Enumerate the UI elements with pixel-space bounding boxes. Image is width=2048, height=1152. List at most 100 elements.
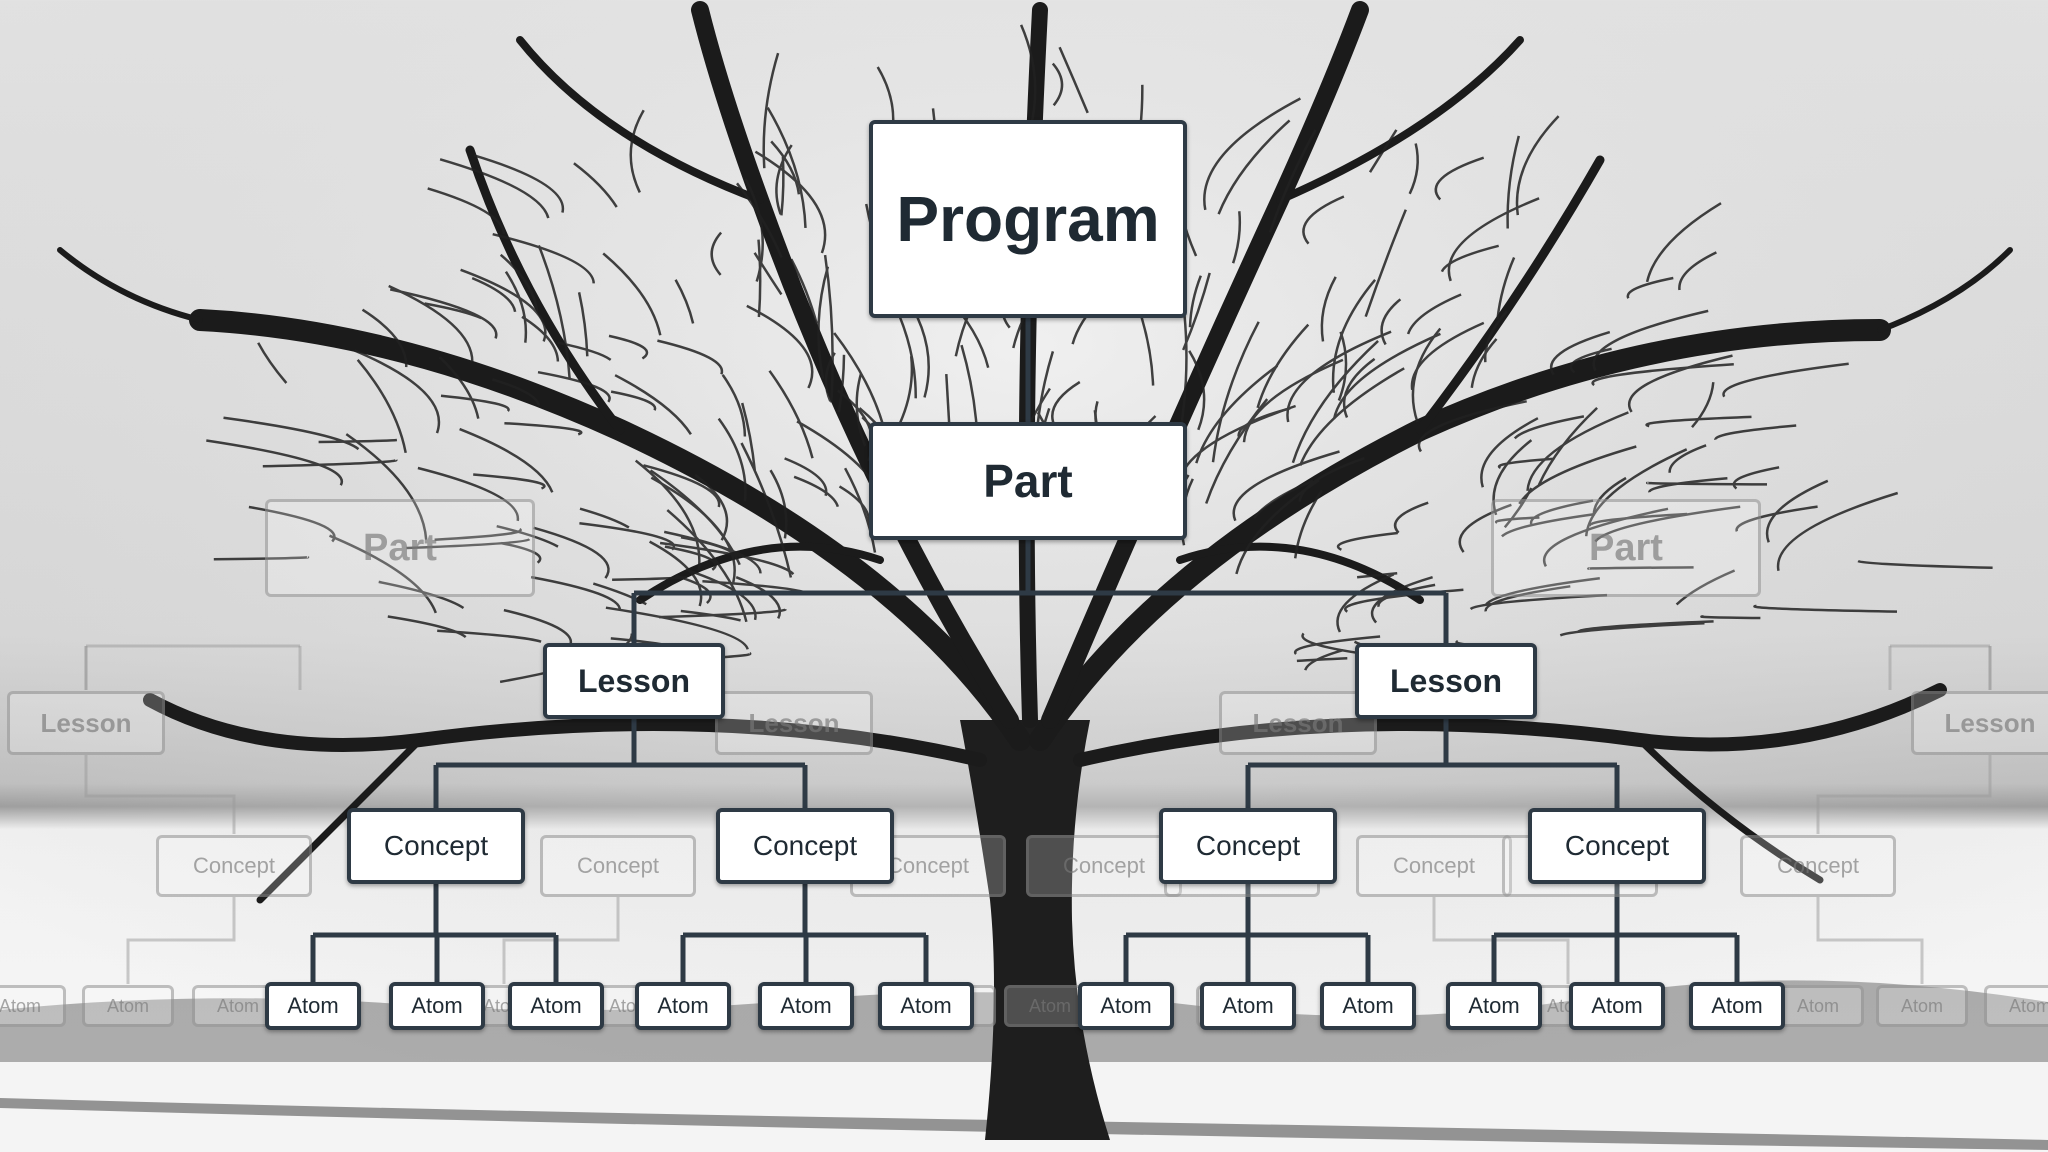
tree-twig <box>1447 197 1540 282</box>
tree-twig <box>746 304 814 389</box>
tree-twig <box>1337 331 1348 401</box>
tree-twig <box>666 509 748 623</box>
tree-twig <box>1332 332 1441 420</box>
tree-twig <box>492 378 541 406</box>
tree-twig <box>1645 415 1752 428</box>
tree-twig <box>1492 439 1533 516</box>
tree-twig <box>1188 350 1206 431</box>
tree-twig <box>770 140 801 195</box>
tree-twig <box>1591 362 1734 387</box>
tree-twig <box>438 356 480 419</box>
tree-twig <box>735 576 781 619</box>
tree-twig <box>1410 321 1485 390</box>
tree-twig <box>837 354 846 413</box>
lesson-node: Lesson <box>1355 643 1537 719</box>
ghost-connector-line <box>126 897 236 984</box>
tree-twig <box>1526 411 1629 491</box>
atom-node: Atom <box>758 982 854 1030</box>
tree-twig <box>1298 457 1365 502</box>
tree-twig <box>657 339 724 375</box>
ghost-concept-node: Concept <box>540 835 696 897</box>
ghost-atom-node: Atom <box>0 985 66 1027</box>
tree-twig <box>602 252 662 336</box>
lesson-node: Lesson <box>543 643 725 719</box>
tree-twig <box>356 358 407 454</box>
ghost-concept-node: Concept <box>1740 835 1896 897</box>
tree-twig <box>1513 415 1585 440</box>
tree-twig <box>387 615 467 639</box>
concept-node: Concept <box>716 808 894 884</box>
tree-twig <box>257 342 288 384</box>
tree-twig <box>1368 129 1398 173</box>
tree-twig <box>471 276 517 313</box>
tree-twig <box>533 526 610 579</box>
tree-twig <box>1188 275 1202 328</box>
tree-branches <box>57 1 2013 904</box>
tree-twig <box>1393 501 1429 534</box>
ghost-concept-node: Concept <box>850 835 1006 897</box>
tree-twig <box>579 507 630 529</box>
atom-node: Atom <box>1078 982 1174 1030</box>
tree-twig <box>460 268 547 342</box>
tree-twig <box>710 231 723 276</box>
ghost-connector-line <box>1816 755 1992 834</box>
tree-twig <box>694 473 729 541</box>
tree-twig <box>1203 97 1301 211</box>
ghost-connector-line <box>84 755 236 834</box>
tree-twig <box>753 252 783 296</box>
tree-twig <box>345 433 428 540</box>
tree-twig <box>537 370 611 403</box>
tree-twig <box>1732 466 1780 490</box>
tree-twig <box>768 370 814 459</box>
tree-twig <box>843 467 877 553</box>
tree-twig <box>1417 400 1527 453</box>
tree-twig <box>1235 479 1320 575</box>
tree-twig <box>577 292 589 357</box>
tree-twig <box>473 154 565 213</box>
tree-twig <box>1480 417 1539 488</box>
tree-twig <box>610 390 657 411</box>
concept-node: Concept <box>347 808 525 884</box>
ghost-atom-node: Atom <box>1984 985 2048 1027</box>
tree-twig <box>1253 479 1314 519</box>
atom-node: Atom <box>1689 982 1785 1030</box>
tree-twig <box>1293 635 1381 655</box>
ghost-part-node: Part <box>265 499 535 597</box>
tree-twig <box>1494 516 1540 524</box>
tree-twig <box>1291 339 1379 464</box>
tree-twig <box>1753 604 1898 613</box>
tree-twig <box>721 374 747 437</box>
tree-twig <box>717 417 747 502</box>
tree-twig <box>223 416 360 451</box>
tree-twig <box>499 253 539 313</box>
tree-twig <box>473 473 546 490</box>
tree-twig <box>762 52 780 169</box>
tree-twig <box>1058 46 1089 114</box>
tree-twig <box>664 545 717 571</box>
tree-twig <box>1776 491 1899 572</box>
tree-twig <box>1296 656 1348 663</box>
tree-twig <box>769 469 788 539</box>
tree-twig <box>1051 62 1064 107</box>
tree-twig <box>1484 585 1571 612</box>
atom-node: Atom <box>1569 982 1665 1030</box>
tree-twig <box>1515 115 1560 216</box>
tree-twig <box>643 464 721 508</box>
tree-twig <box>614 374 692 435</box>
tree-twig <box>1231 211 1242 264</box>
tree-twig <box>388 284 474 363</box>
tree-twig <box>740 442 793 578</box>
ghost-atom-node: Atom <box>82 985 174 1027</box>
ghost-connector-line <box>1432 897 1570 984</box>
ghost-lesson-node: Lesson <box>7 691 165 755</box>
tree-twig <box>1336 573 1395 633</box>
tree-twig <box>754 150 827 254</box>
ghost-atom-node: Atom <box>1772 985 1864 1027</box>
tree-twig <box>1628 354 1733 413</box>
tree-twig <box>1569 347 1612 374</box>
concept-node: Concept <box>1528 808 1706 884</box>
tree-twig <box>579 521 675 551</box>
tree-twig <box>757 239 762 318</box>
ghost-part-node: Part <box>1491 499 1761 597</box>
atom-node: Atom <box>389 982 485 1030</box>
